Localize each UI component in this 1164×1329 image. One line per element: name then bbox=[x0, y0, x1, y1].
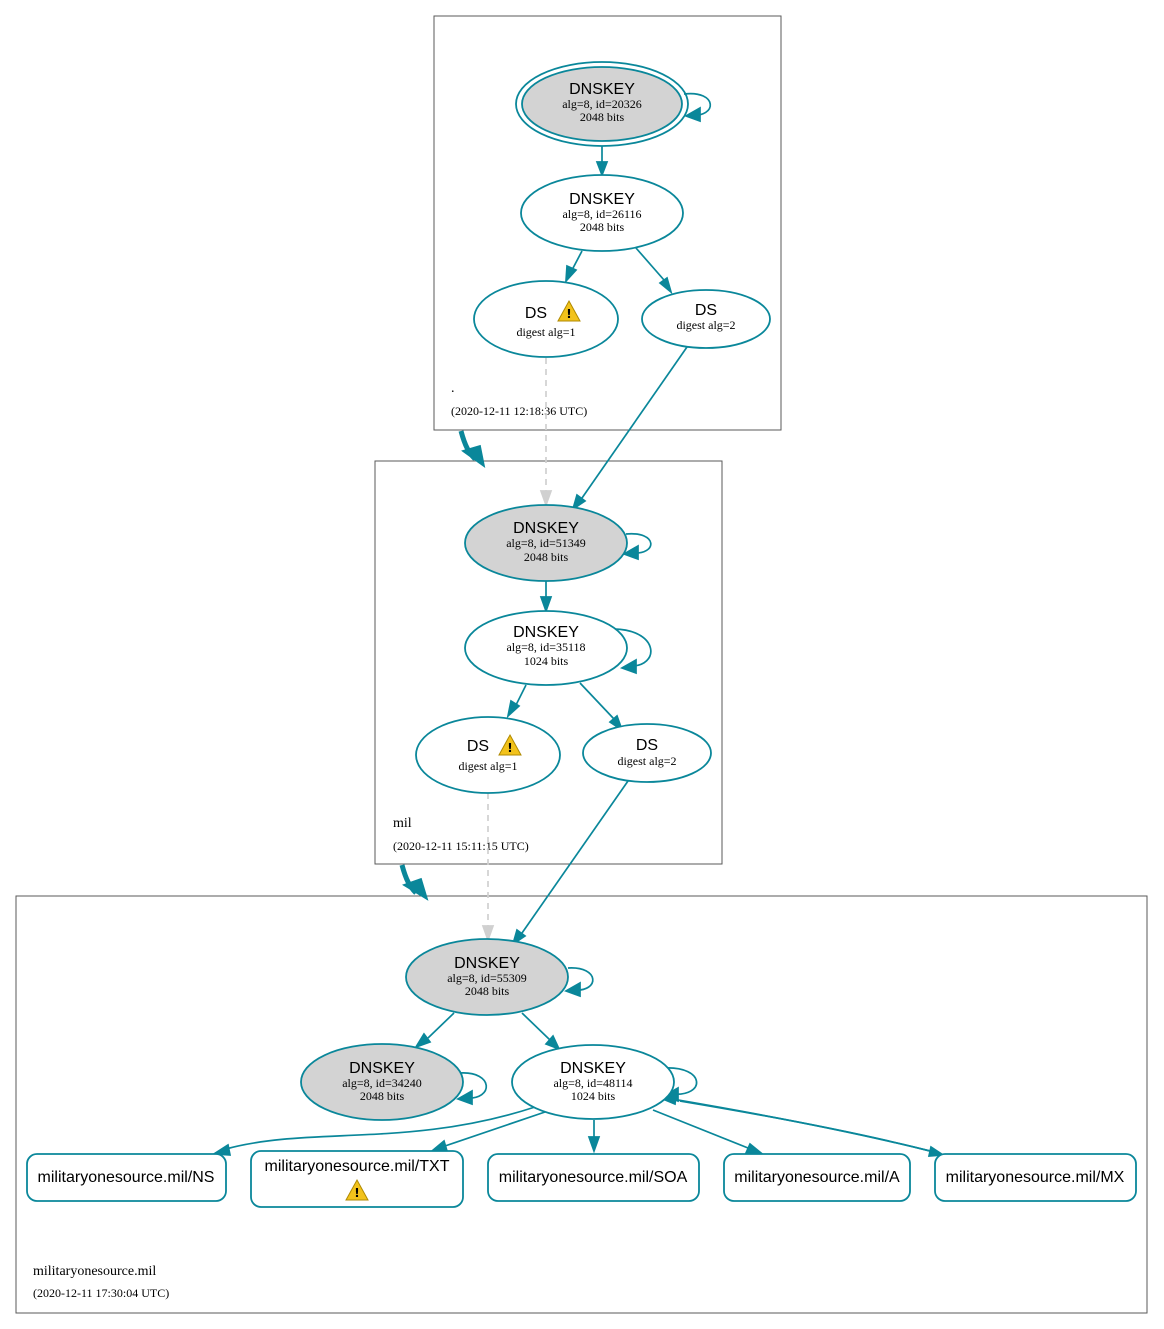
rrset-node-soa[interactable]: militaryonesource.mil/SOA bbox=[487, 1153, 700, 1202]
edge-root-zsk-ds1 bbox=[571, 250, 583, 271]
delegation-arrow-mil-mos bbox=[399, 864, 429, 901]
edge-zsk-txt bbox=[444, 1111, 546, 1147]
node-title: DNSKEY bbox=[569, 81, 635, 98]
zone-name-root: . bbox=[451, 381, 455, 396]
zone-timestamp-mil: (2020-12-11 15:11:15 UTC) bbox=[393, 839, 529, 853]
zone-name-mil: mil bbox=[393, 816, 412, 831]
dnskey-node-mil-ksk[interactable]: DNSKEY alg=8, id=51349 2048 bits bbox=[464, 504, 628, 582]
node-line2: 2048 bits bbox=[465, 984, 510, 998]
self-loop-mos-ksk bbox=[567, 967, 594, 991]
rrset-label: militaryonesource.mil/SOA bbox=[499, 1169, 688, 1186]
node-line1: digest alg=2 bbox=[617, 754, 676, 768]
node-line2: 2048 bits bbox=[524, 550, 569, 564]
node-title: DNSKEY bbox=[560, 1060, 626, 1077]
edge-mos-ksk-zsk bbox=[521, 1012, 551, 1041]
node-line1: alg=8, id=34240 bbox=[342, 1076, 422, 1090]
node-line2: 2048 bits bbox=[580, 220, 625, 234]
node-title: DNSKEY bbox=[454, 955, 520, 972]
ds-node-root-alg2[interactable]: DS digest alg=2 bbox=[641, 289, 771, 349]
node-title: DS bbox=[467, 738, 489, 755]
self-loop-mil-ksk bbox=[625, 533, 652, 554]
rrset-node-a[interactable]: militaryonesource.mil/A bbox=[723, 1153, 911, 1202]
rrset-label: militaryonesource.mil/TXT bbox=[265, 1158, 450, 1175]
self-loop-mos-zsk bbox=[663, 1067, 698, 1095]
zone-timestamp-root: (2020-12-11 12:18:36 UTC) bbox=[451, 404, 587, 418]
delegation-arrow-root-mil bbox=[458, 430, 486, 468]
zone-name-militaryonesource: militaryonesource.mil bbox=[33, 1264, 156, 1279]
rrset-node-ns[interactable]: militaryonesource.mil/NS bbox=[26, 1153, 227, 1202]
edge-mil-zsk-ds2 bbox=[579, 682, 615, 720]
node-title: DNSKEY bbox=[349, 1060, 415, 1077]
ds-node-mil-alg2[interactable]: DS digest alg=2 bbox=[582, 723, 712, 783]
node-title: DNSKEY bbox=[513, 520, 579, 537]
dnskey-node-root-zsk[interactable]: DNSKEY alg=8, id=26116 2048 bits bbox=[520, 174, 684, 252]
node-line1: digest alg=1 bbox=[458, 759, 517, 773]
node-line1: alg=8, id=26116 bbox=[562, 207, 641, 221]
node-line2: 2048 bits bbox=[360, 1089, 405, 1103]
node-line2: 1024 bits bbox=[571, 1089, 616, 1103]
node-line1: alg=8, id=51349 bbox=[506, 536, 586, 550]
node-line1: digest alg=1 bbox=[516, 325, 575, 339]
self-loop-mil-zsk bbox=[613, 628, 652, 667]
rrset-label: militaryonesource.mil/NS bbox=[38, 1169, 215, 1186]
dnskey-node-mos-ksk[interactable]: DNSKEY alg=8, id=55309 2048 bits bbox=[405, 938, 569, 1016]
rrset-node-mx[interactable]: militaryonesource.mil/MX bbox=[934, 1153, 1137, 1202]
node-line2: 1024 bits bbox=[524, 654, 569, 668]
node-line1: digest alg=2 bbox=[676, 318, 735, 332]
ds-node-mil-alg1[interactable]: DS digest alg=1 bbox=[415, 716, 561, 794]
node-line1: alg=8, id=48114 bbox=[553, 1076, 632, 1090]
node-title: DS bbox=[695, 302, 717, 319]
node-title: DNSKEY bbox=[569, 191, 635, 208]
node-line1: alg=8, id=35118 bbox=[506, 640, 585, 654]
node-line1: alg=8, id=20326 bbox=[562, 97, 642, 111]
edge-mil-ds2-mos-ksk bbox=[521, 780, 629, 934]
node-title: DS bbox=[636, 737, 658, 754]
rrset-label: militaryonesource.mil/MX bbox=[946, 1169, 1125, 1186]
edge-root-ds2-mil-ksk bbox=[581, 346, 688, 499]
edge-zsk-a bbox=[652, 1109, 749, 1149]
node-line2: 2048 bits bbox=[580, 110, 625, 124]
dnskey-node-mil-zsk[interactable]: DNSKEY alg=8, id=35118 1024 bits bbox=[464, 610, 628, 686]
dnskey-node-root-ksk[interactable]: DNSKEY alg=8, id=20326 2048 bits bbox=[515, 61, 689, 147]
rrset-label: militaryonesource.mil/A bbox=[734, 1169, 900, 1186]
edge-mos-ksk-key2 bbox=[427, 1012, 455, 1039]
edge-zsk-ns bbox=[225, 1106, 536, 1150]
self-loop-mos-key2 bbox=[459, 1072, 488, 1099]
dnskey-node-mos-zsk[interactable]: DNSKEY alg=8, id=48114 1024 bits bbox=[511, 1044, 675, 1120]
node-line1: alg=8, id=55309 bbox=[447, 971, 527, 985]
dnskey-node-mos-34240[interactable]: DNSKEY alg=8, id=34240 2048 bits bbox=[300, 1043, 464, 1121]
edge-root-zsk-ds2 bbox=[635, 247, 665, 281]
edge-mil-zsk-ds1 bbox=[515, 684, 527, 706]
ds-node-root-alg1[interactable]: DS digest alg=1 bbox=[473, 280, 619, 358]
rrset-node-txt[interactable]: militaryonesource.mil/TXT bbox=[250, 1150, 464, 1208]
zone-timestamp-militaryonesource: (2020-12-11 17:30:04 UTC) bbox=[33, 1286, 169, 1300]
node-title: DNSKEY bbox=[513, 624, 579, 641]
node-title: DS bbox=[525, 305, 547, 322]
